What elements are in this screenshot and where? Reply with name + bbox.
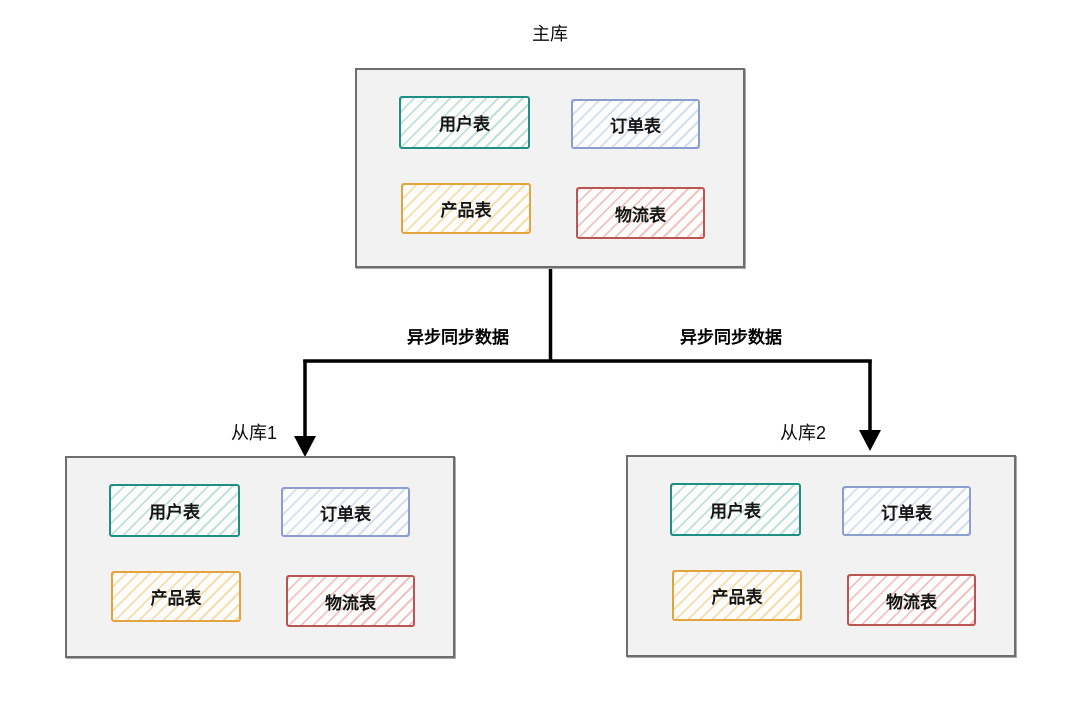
table-chip-product: 产品表: [111, 571, 241, 622]
arrowhead-right-icon: [859, 430, 881, 451]
table-chip-order: 订单表: [842, 486, 971, 536]
slave2-db-box: 用户表 订单表 产品表 物流表: [626, 455, 1016, 657]
slave1-db-label: 从库1: [231, 423, 278, 443]
table-chip-logistics: 物流表: [847, 574, 976, 626]
table-chip-order: 订单表: [571, 99, 700, 149]
table-chip-user: 用户表: [670, 483, 801, 536]
slave1-db-box: 用户表 订单表 产品表 物流表: [65, 456, 455, 658]
table-chip-logistics: 物流表: [286, 575, 415, 627]
edge-label-left: 异步同步数据: [407, 328, 509, 347]
master-db-box: 用户表 订单表 产品表 物流表: [355, 68, 745, 268]
master-db-label: 主库: [532, 24, 568, 44]
table-chip-user: 用户表: [399, 96, 530, 149]
table-chip-product: 产品表: [401, 183, 531, 234]
slave2-db-label: 从库2: [780, 423, 827, 443]
edge-label-right: 异步同步数据: [680, 328, 782, 347]
table-chip-logistics: 物流表: [576, 187, 705, 239]
table-chip-product: 产品表: [672, 570, 802, 621]
table-chip-user: 用户表: [109, 484, 240, 537]
table-chip-order: 订单表: [281, 487, 410, 537]
arrowhead-left-icon: [294, 436, 316, 457]
